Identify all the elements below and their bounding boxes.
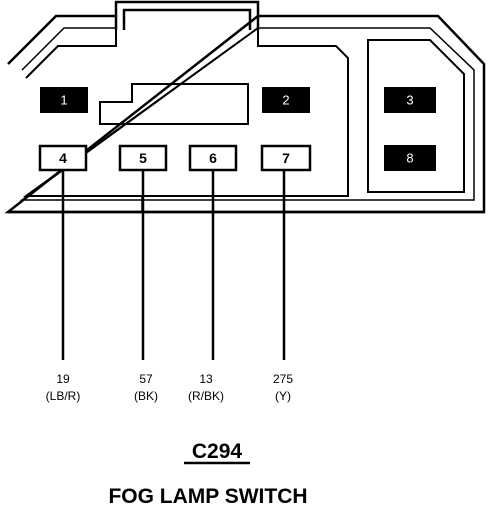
latch-tab xyxy=(114,0,260,30)
pin-3-label: 3 xyxy=(406,93,413,108)
pin-4-label: 4 xyxy=(59,150,67,166)
pin-8-label: 8 xyxy=(406,151,413,166)
pin-2-label: 2 xyxy=(282,93,289,108)
component-name: FOG LAMP SWITCH xyxy=(108,485,307,508)
connector-housing xyxy=(4,0,486,214)
wire-4-circuit: 19 xyxy=(56,372,70,386)
wire-7-circuit: 275 xyxy=(273,372,293,386)
wire-6-circuit: 13 xyxy=(199,372,213,386)
latch-tab-inner xyxy=(122,8,252,30)
wire-leads xyxy=(61,170,286,360)
center-key xyxy=(99,83,249,125)
wire-6-color: (R/BK) xyxy=(188,389,224,403)
pin-2-box xyxy=(262,87,310,113)
pin-1-label: 1 xyxy=(60,93,67,108)
pin-7-label: 7 xyxy=(282,150,290,166)
pin-1-box xyxy=(40,87,88,113)
left-cavity xyxy=(22,26,349,197)
pin-3-box xyxy=(384,87,436,113)
pin-7-box xyxy=(260,144,312,172)
wire-5-circuit: 57 xyxy=(139,372,153,386)
pin-5-label: 5 xyxy=(139,150,147,166)
wire-4-color: (LB/R) xyxy=(46,389,81,403)
pin-6-label: 6 xyxy=(209,150,217,166)
pin-4-box xyxy=(38,144,88,172)
wire-7-color: (Y) xyxy=(275,389,291,403)
right-cavity xyxy=(367,39,465,193)
connector-id: C294 xyxy=(192,440,243,463)
wire-5-color: (BK) xyxy=(134,389,158,403)
light-pins xyxy=(38,144,312,172)
dark-pins: 1 2 3 8 xyxy=(40,87,436,171)
pin-8-box xyxy=(384,145,436,171)
